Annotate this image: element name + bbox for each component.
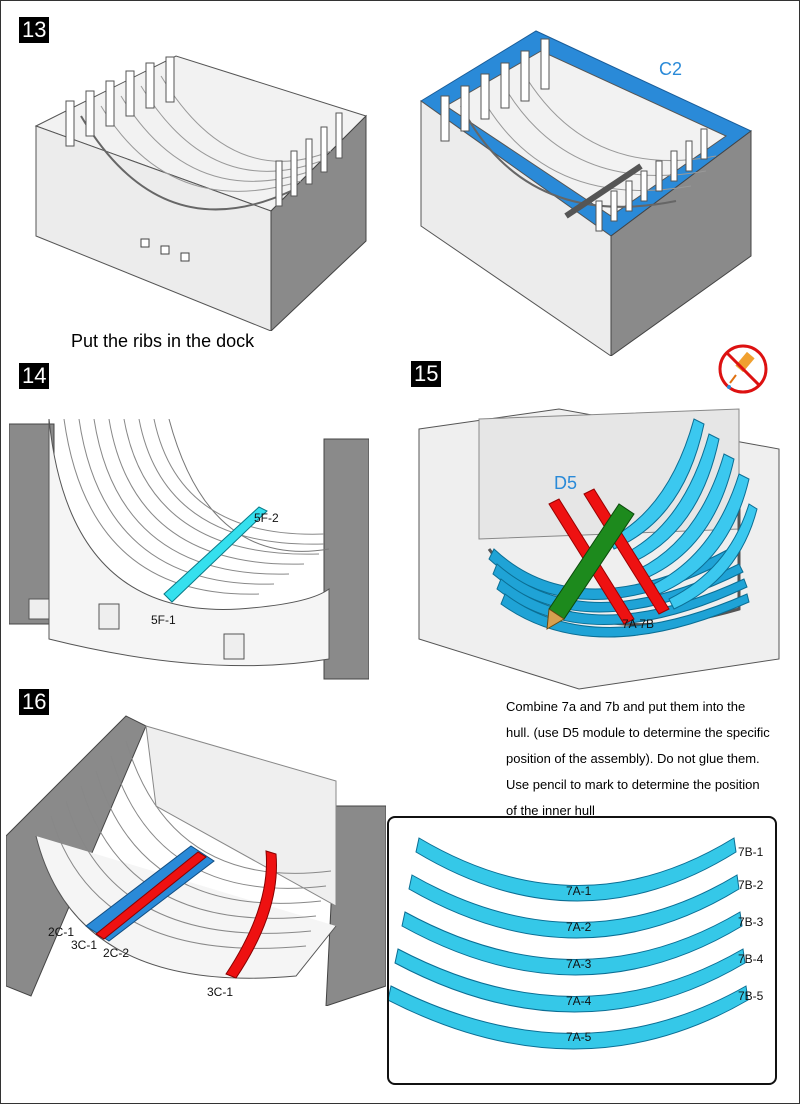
rib-7a-2 [408, 874, 740, 939]
rib-label-7a-2: 7A-2 [566, 920, 592, 934]
strakes-2c-3c-illustration [6, 715, 386, 1006]
dock-ribs-illustration [34, 55, 367, 331]
rib-label-7a-1: 7A-1 [566, 884, 592, 898]
step-15-instructions: Combine 7a and 7b and put them into the … [506, 694, 796, 824]
ribs-7a-7b-detail-box: 7B-1 7B-2 7B-3 7B-4 7A-1 7A-2 7A-3 7B-5 7… [387, 816, 777, 1085]
part-label-5f-1: 5F-1 [151, 613, 176, 627]
rib-7a-3 [401, 911, 743, 976]
rib-label-7a-5: 7A-5 [566, 1030, 592, 1044]
step-13-caption: Put the ribs in the dock [71, 331, 255, 351]
instruction-line: hull. (use D5 module to determine the sp… [506, 725, 770, 740]
rib-label-7a-3: 7A-3 [566, 957, 592, 971]
instruction-line: Combine 7a and 7b and put them into the [506, 699, 746, 714]
step-15-badge: 15 [411, 361, 442, 387]
instruction-line: Use pencil to mark to determine the posi… [506, 777, 760, 792]
frame-c2-illustration [420, 30, 752, 356]
no-glue-icon [718, 344, 768, 394]
step-14-badge: 14 [19, 363, 50, 389]
part-label-2c-1: 2C-1 [48, 925, 75, 939]
instruction-line: of the inner hull [506, 803, 595, 818]
part-label-d5: D5 [554, 473, 578, 493]
rib-label-7b-4: 7B-4 [738, 952, 764, 966]
part-label-3c-1: 3C-1 [71, 938, 98, 952]
rib-label-7a-4: 7A-4 [566, 994, 592, 1008]
keel-5f-illustration [9, 419, 369, 680]
rib-label-7b-2: 7B-2 [738, 878, 764, 892]
inner-hull-marking-illustration [418, 408, 780, 690]
assembly-label-7a-7b: 7A 7B [622, 617, 655, 631]
rib-7a-1 [415, 837, 737, 902]
rib-label-7b-1: 7B-1 [738, 845, 764, 859]
part-label-c2: C2 [659, 59, 683, 79]
ribs-illustration [389, 837, 749, 1050]
step-13-badge: 13 [19, 17, 50, 43]
instruction-line: position of the assembly). Do not glue t… [506, 751, 760, 766]
part-label-5f-2: 5F-2 [254, 511, 279, 525]
rib-7a-4 [394, 948, 746, 1013]
part-label-3c-1-right: 3C-1 [207, 985, 234, 999]
rib-label-7b-3: 7B-3 [738, 915, 764, 929]
rib-7a-5 [389, 985, 749, 1050]
part-label-2c-2: 2C-2 [103, 946, 130, 960]
step-16-badge: 16 [19, 689, 50, 715]
rib-label-7b-5: 7B-5 [738, 989, 764, 1003]
